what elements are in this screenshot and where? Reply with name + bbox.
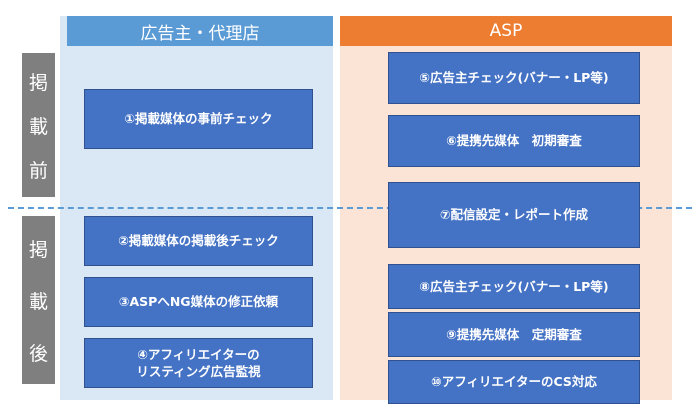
step-4-line1: ④アフィリエイターの (137, 346, 260, 362)
phase-pre-char: 載 (28, 115, 48, 138)
phase-post-char: 載 (28, 290, 48, 313)
phase-post-label: 掲 載 後 (22, 216, 55, 384)
step-4-line2: リスティング広告監視 (136, 364, 261, 379)
phase-post-char: 掲 (28, 238, 48, 261)
asp-header: ASP (340, 16, 672, 46)
advertiser-header: 広告主・代理店 (67, 16, 333, 46)
step-9-box: ⑨提携先媒体 定期審査 (388, 312, 640, 357)
phase-pre-char: 掲 (28, 71, 48, 94)
step-1-box: ①掲載媒体の事前チェック (84, 89, 313, 149)
phase-pre-char: 前 (28, 159, 48, 182)
step-7-box: ⑦配信設定・レポート作成 (388, 182, 640, 248)
step-8-box: ⑧広告主チェック(バナー・LP等) (388, 264, 640, 309)
step-5-box: ⑤広告主チェック(バナー・LP等) (388, 52, 640, 104)
step-4-box: ④アフィリエイターの リスティング広告監視 (84, 338, 313, 388)
phase-divider (8, 207, 692, 209)
step-10-box: ⑩アフィリエイターのCS対応 (388, 360, 640, 404)
step-6-box: ⑥提携先媒体 初期審査 (388, 115, 640, 167)
step-3-box: ③ASPへNG媒体の修正依頼 (84, 277, 313, 327)
phase-post-char: 後 (28, 342, 48, 365)
step-2-box: ②掲載媒体の掲載後チェック (84, 216, 313, 266)
phase-pre-label: 掲 載 前 (22, 53, 55, 197)
